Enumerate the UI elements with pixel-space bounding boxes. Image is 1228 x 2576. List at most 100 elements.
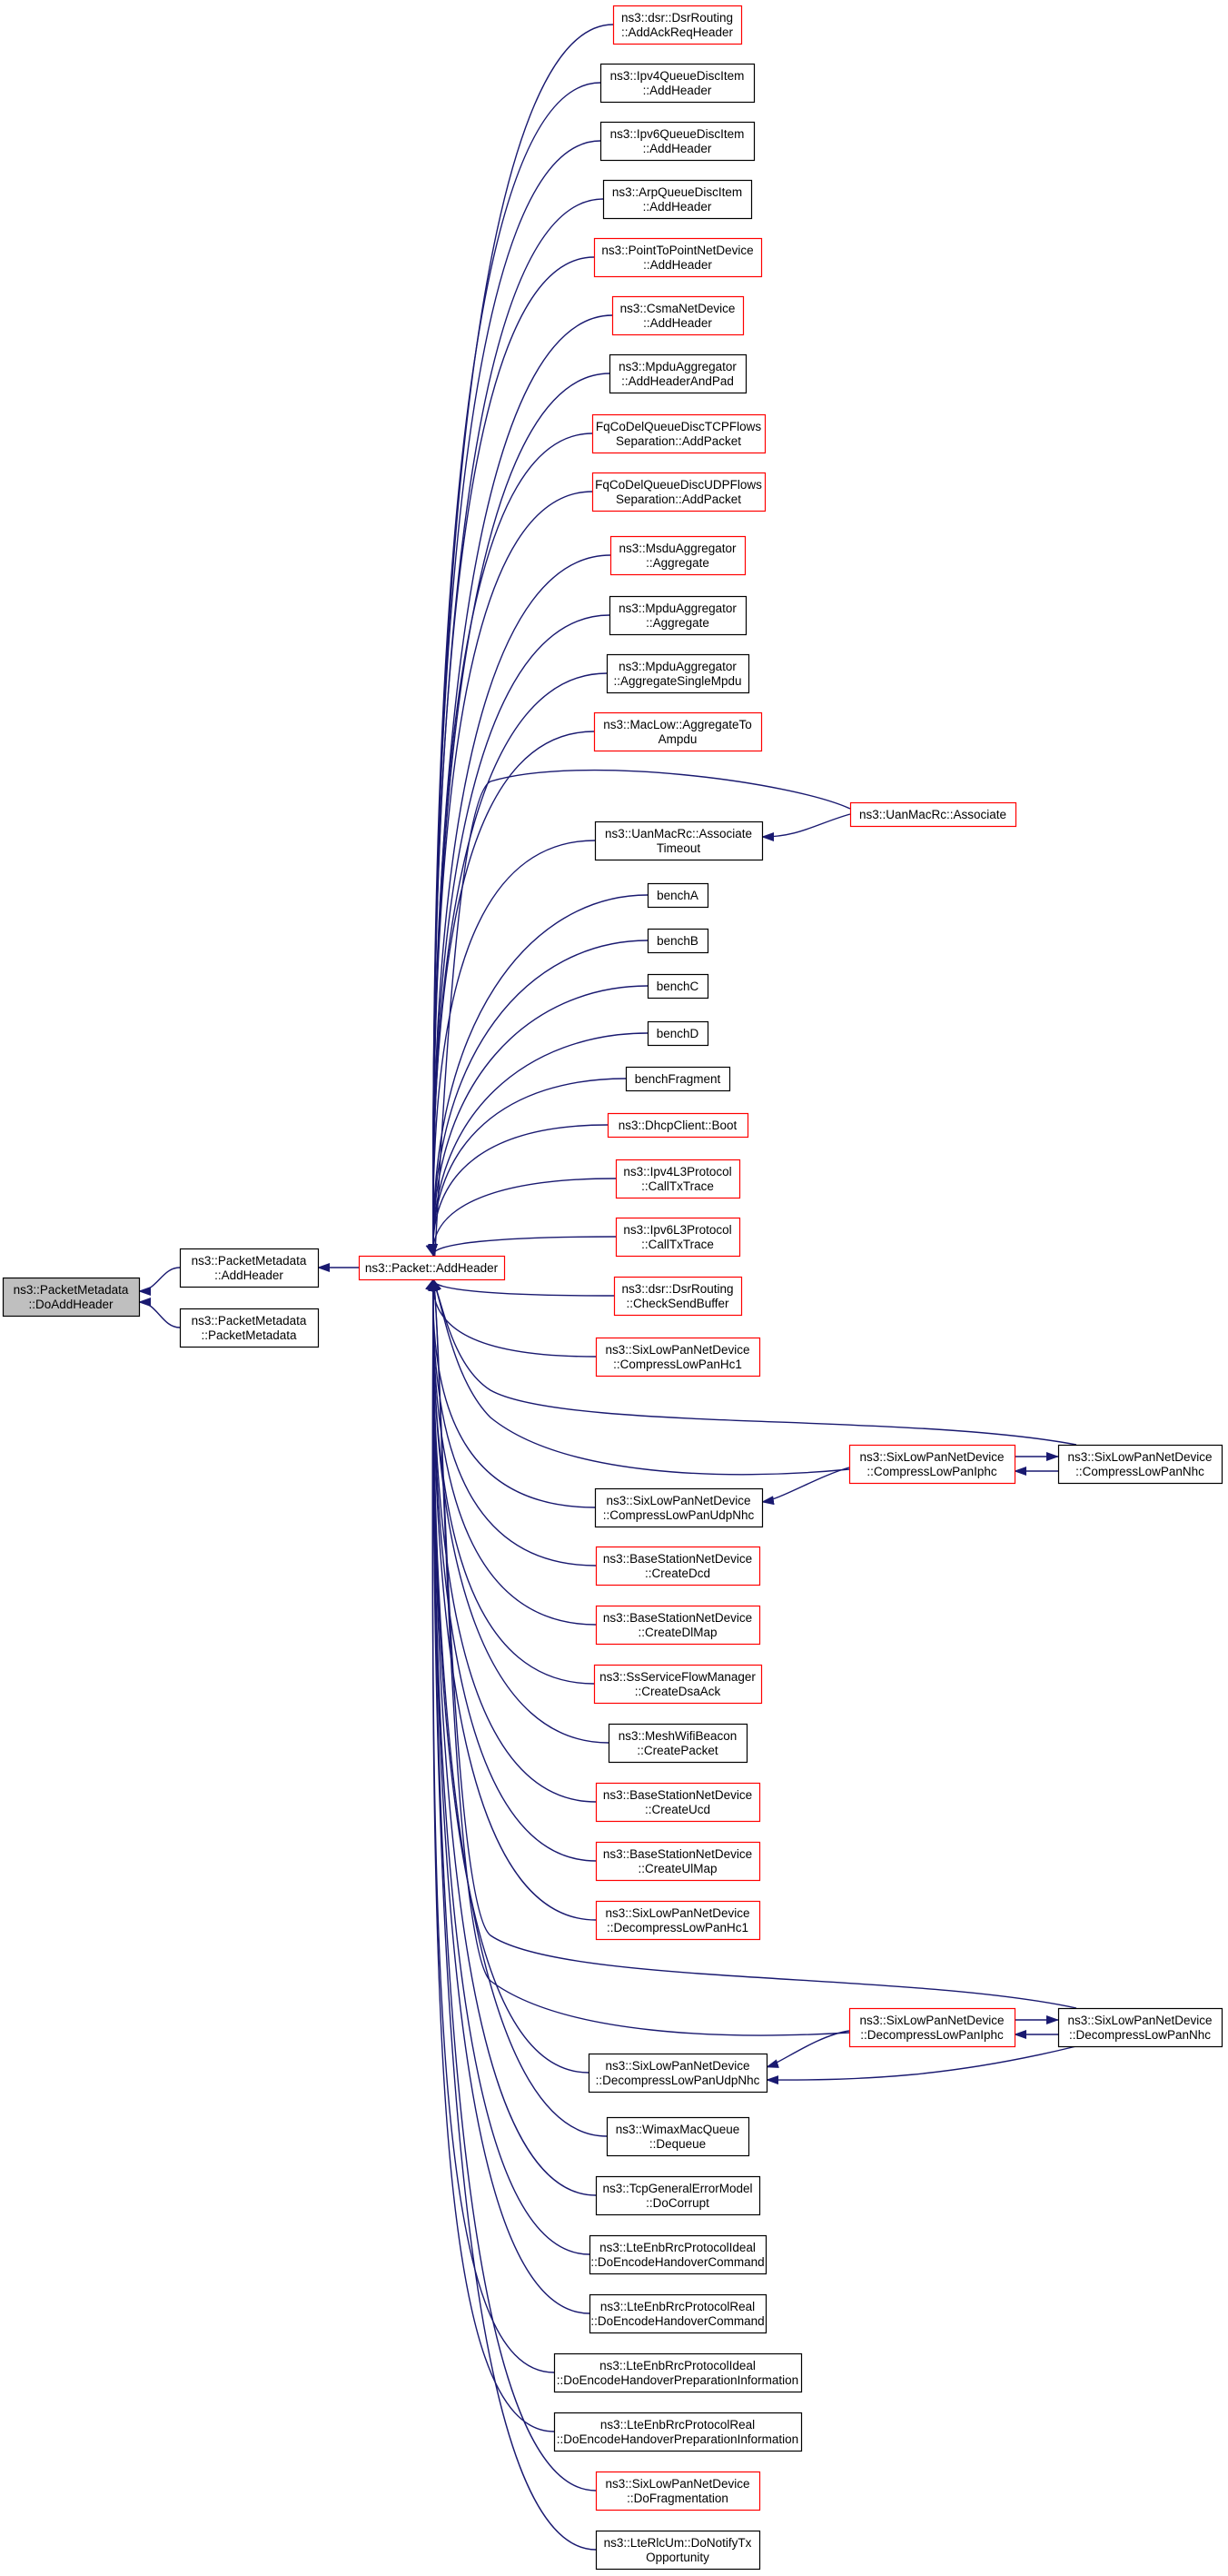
node-box [358,1255,506,1281]
node-label-line: ns3::BaseStationNetDevice [603,1552,752,1566]
graph-node-diphc[interactable]: ns3::SixLowPanNetDevice::DecompressLowPa… [848,2007,1016,2048]
node-box [848,1444,1016,1485]
graph-node-c21[interactable]: ns3::Ipv4L3Protocol::CallTxTrace [615,1159,741,1199]
call-edge-c34-to-pkt [428,1278,608,2137]
graph-node-c37[interactable]: ns3::LteEnbRrcProtocolReal::DoEncodeHand… [589,2293,768,2334]
node-box [591,413,767,454]
graph-node-c34[interactable]: ns3::WimaxMacQueue::Dequeue [606,2116,750,2157]
node-label-line: ::AddAckReqHeader [621,25,734,39]
node-label-line: ::DoFragmentation [627,2491,728,2505]
graph-node-c4[interactable]: ns3::ArpQueueDiscItem::AddHeader [602,179,753,220]
node-box [647,973,709,1000]
graph-node-c16[interactable]: benchB [647,928,709,954]
graph-node-dnhc[interactable]: ns3::SixLowPanNetDevice::DecompressLowPa… [1057,2007,1223,2048]
call-edge-c39-to-pkt [428,1278,555,2432]
graph-node-c12[interactable]: ns3::MpduAggregator::AggregateSingleMpdu [606,653,750,694]
node-box [849,801,1017,828]
graph-node-c27[interactable]: ns3::BaseStationNetDevice::CreateDlMap [595,1605,761,1646]
node-label-line: Separation::AddPacket [616,492,741,506]
call-edge-c24-to-pkt [428,1278,597,1358]
call-edge-c22-to-pkt [425,1236,617,1257]
graph-node-c32[interactable]: ns3::SixLowPanNetDevice::DecompressLowPa… [595,1900,761,1941]
node-box [591,472,767,512]
graph-node-c1[interactable]: ns3::dsr::DsrRouting::AddAckReqHeader [612,5,743,45]
call-edge-c1-to-pkt [428,24,614,1257]
edges-layer [138,24,1077,2551]
graph-node-c33[interactable]: ns3::SixLowPanNetDevice::DecompressLowPa… [588,2053,768,2094]
node-label-line: ns3::MpduAggregator [619,660,737,673]
graph-node-c28[interactable]: ns3::SsServiceFlowManager::CreateDsaAck [593,1664,763,1705]
graph-node-c11[interactable]: ns3::MpduAggregator::Aggregate [609,595,748,636]
graph-node-pkt[interactable]: ns3::Packet::AddHeader [358,1255,506,1281]
node-box [553,2352,803,2393]
node-label-line: ns3::SixLowPanNetDevice [605,1343,749,1357]
node-box [647,882,709,909]
node-box [589,2293,768,2334]
node-label-line: benchC [657,980,699,993]
graph-node-c31[interactable]: ns3::BaseStationNetDevice::CreateUlMap [595,1841,761,1882]
graph-node-pm_pm[interactable]: ns3::PacketMetadata::PacketMetadata [179,1308,320,1348]
node-box [553,2412,803,2452]
graph-node-c3[interactable]: ns3::Ipv6QueueDiscItem::AddHeader [599,121,756,162]
graph-node-iphc[interactable]: ns3::SixLowPanNetDevice::CompressLowPanI… [848,1444,1016,1485]
graph-node-c19[interactable]: benchFragment [625,1066,731,1092]
graph-node-c7[interactable]: ns3::MpduAggregator::AddHeaderAndPad [609,353,748,394]
call-edge-dnhc-to-c33 [766,2045,1077,2085]
call-edge-c21-to-pkt [428,1178,617,1257]
node-box [1057,1444,1223,1485]
node-box [599,63,756,104]
graph-node-uan_assoc[interactable]: ns3::UanMacRc::Associate [849,801,1017,828]
graph-node-c6[interactable]: ns3::CsmaNetDevice::AddHeader [611,295,745,336]
graph-node-c15[interactable]: benchA [647,882,709,909]
node-box [613,1276,743,1317]
node-label-line: ns3::dsr::DsrRouting [621,11,733,25]
node-label-line: ::CreatePacket [637,1744,718,1757]
node-label-line: ns3::PointToPointNetDevice [601,244,753,257]
node-label-line: ::DoEncodeHandoverPreparationInformation [557,2432,798,2446]
call-edge-diphc-to-pkt [431,1278,850,2036]
node-box [179,1308,320,1348]
node-box [1057,2007,1223,2048]
graph-node-c30[interactable]: ns3::BaseStationNetDevice::CreateUcd [595,1782,761,1823]
graph-node-c9[interactable]: FqCoDelQueueDiscUDPFlowsSeparation::AddP… [591,472,767,512]
graph-node-c38[interactable]: ns3::LteEnbRrcProtocolIdeal::DoEncodeHan… [553,2352,803,2393]
node-box [595,1782,761,1823]
node-label-line: Ampdu [659,732,698,746]
graph-node-c17[interactable]: benchC [647,973,709,1000]
node-box [594,1487,764,1528]
graph-node-c26[interactable]: ns3::BaseStationNetDevice::CreateDcd [595,1546,761,1586]
graph-node-c18[interactable]: benchD [647,1020,709,1047]
graph-node-c8[interactable]: FqCoDelQueueDiscTCPFlowsSeparation::AddP… [591,413,767,454]
node-box [595,2471,761,2511]
graph-node-c35[interactable]: ns3::TcpGeneralErrorModel::DoCorrupt [595,2175,761,2216]
node-label-line: ::DecompressLowPanNhc [1069,2028,1211,2042]
graph-node-pm_add[interactable]: ns3::PacketMetadata::AddHeader [179,1248,320,1288]
graph-node-nhc[interactable]: ns3::SixLowPanNetDevice::CompressLowPanN… [1057,1444,1223,1485]
graph-node-c22[interactable]: ns3::Ipv6L3Protocol::CallTxTrace [615,1217,741,1258]
graph-node-c20[interactable]: ns3::DhcpClient::Boot [607,1112,749,1139]
graph-node-c25[interactable]: ns3::SixLowPanNetDevice::CompressLowPanU… [594,1487,764,1528]
node-label-line: ns3::MeshWifiBeacon [619,1729,738,1743]
node-label-line: ns3::PacketMetadata [192,1254,307,1268]
graph-node-c39[interactable]: ns3::LteEnbRrcProtocolReal::DoEncodeHand… [553,2412,803,2452]
node-label-line: benchB [657,934,698,948]
graph-node-c10[interactable]: ns3::MsduAggregator::Aggregate [609,535,747,576]
node-label-line: ::DoAddHeader [28,1298,114,1311]
graph-node-c2[interactable]: ns3::Ipv4QueueDiscItem::AddHeader [599,63,756,104]
graph-node-c29[interactable]: ns3::MeshWifiBeacon::CreatePacket [608,1723,748,1764]
graph-node-c5[interactable]: ns3::PointToPointNetDevice::AddHeader [593,237,763,278]
graph-node-c23[interactable]: ns3::dsr::DsrRouting::CheckSendBuffer [613,1276,743,1317]
node-label-line: ns3::TcpGeneralErrorModel [602,2182,752,2195]
node-box [848,2007,1016,2048]
graph-node-c40[interactable]: ns3::SixLowPanNetDevice::DoFragmentation [595,2471,761,2511]
call-edge-c5-to-pkt [428,256,595,1257]
node-box [595,2175,761,2216]
graph-node-c24[interactable]: ns3::SixLowPanNetDevice::CompressLowPanH… [595,1337,761,1378]
node-box [593,1664,763,1705]
graph-node-c36[interactable]: ns3::LteEnbRrcProtocolIdeal::DoEncodeHan… [589,2234,768,2275]
node-label-line: Timeout [657,841,701,855]
call-edge-c17-to-pkt [428,985,649,1257]
